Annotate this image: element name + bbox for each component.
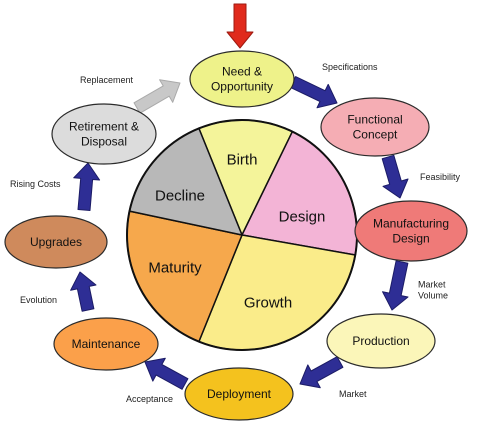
- stage-deployment-ellipse: [184, 367, 294, 421]
- transition-label-replacement: Replacement: [80, 75, 134, 85]
- stage-functional-ellipse: [320, 97, 430, 157]
- stage-production: Production: [326, 313, 436, 369]
- stage-upgrades: Upgrades: [4, 215, 108, 269]
- stage-maintenance-label: Maintenance: [72, 337, 141, 351]
- arrow-acceptance: [144, 357, 189, 390]
- stage-upgrades-ellipse: [4, 215, 108, 269]
- stage-production-label: Production: [352, 334, 409, 348]
- stage-need-label-line-2: Opportunity: [211, 80, 273, 94]
- transition-label-market-volume-line-2: Volume: [418, 291, 448, 301]
- arrow-feasibility: [381, 154, 409, 199]
- transition-label-specifications: Specifications: [322, 62, 378, 72]
- stage-maintenance-ellipse: [53, 317, 159, 371]
- stage-need-ellipse: [189, 50, 295, 108]
- arrow-rising-costs: [73, 162, 101, 211]
- stage-retirement-label-line-1: Retirement &: [69, 120, 139, 134]
- transition-label-market-volume-line-1: Market: [418, 280, 446, 290]
- transition-label-acceptance: Acceptance: [126, 394, 173, 404]
- stage-manufacturing-label-line-2: Design: [392, 232, 429, 246]
- pie-label-growth: Growth: [244, 295, 292, 312]
- pie-label-design: Design: [279, 209, 326, 226]
- stage-functional-label-line-2: Concept: [353, 128, 398, 142]
- transition-label-rising-costs: Rising Costs: [10, 179, 61, 189]
- arrow-replacement: [133, 79, 181, 114]
- pie-label-birth: Birth: [227, 152, 258, 169]
- arrow-evolution: [70, 271, 97, 312]
- arrow-market: [299, 356, 344, 389]
- stage-need-label-line-1: Need &: [222, 65, 262, 79]
- transition-label-evolution: Evolution: [20, 295, 57, 305]
- transition-label-feasibility: Feasibility: [420, 172, 461, 182]
- arrow-market-volume: [382, 260, 409, 311]
- stage-upgrades-label: Upgrades: [30, 235, 82, 249]
- stage-production-ellipse: [326, 313, 436, 369]
- pie-label-maturity: Maturity: [148, 260, 202, 277]
- arrow-specifications: [289, 76, 338, 109]
- stage-deployment: Deployment: [184, 367, 294, 421]
- stage-maintenance: Maintenance: [53, 317, 159, 371]
- stage-retirement: Retirement &Disposal: [51, 103, 157, 165]
- stage-deployment-label: Deployment: [207, 387, 272, 401]
- stage-manufacturing-label-line-1: Manufacturing: [373, 217, 449, 231]
- stage-retirement-ellipse: [51, 103, 157, 165]
- pie-label-decline: Decline: [155, 188, 205, 205]
- stage-functional-label-line-1: Functional: [347, 113, 402, 127]
- stage-manufacturing-ellipse: [354, 200, 468, 262]
- stage-retirement-label-line-2: Disposal: [81, 135, 127, 149]
- transition-label-market: Market: [339, 389, 367, 399]
- arrow-new-need: [226, 3, 254, 49]
- stage-need: Need &Opportunity: [189, 50, 295, 108]
